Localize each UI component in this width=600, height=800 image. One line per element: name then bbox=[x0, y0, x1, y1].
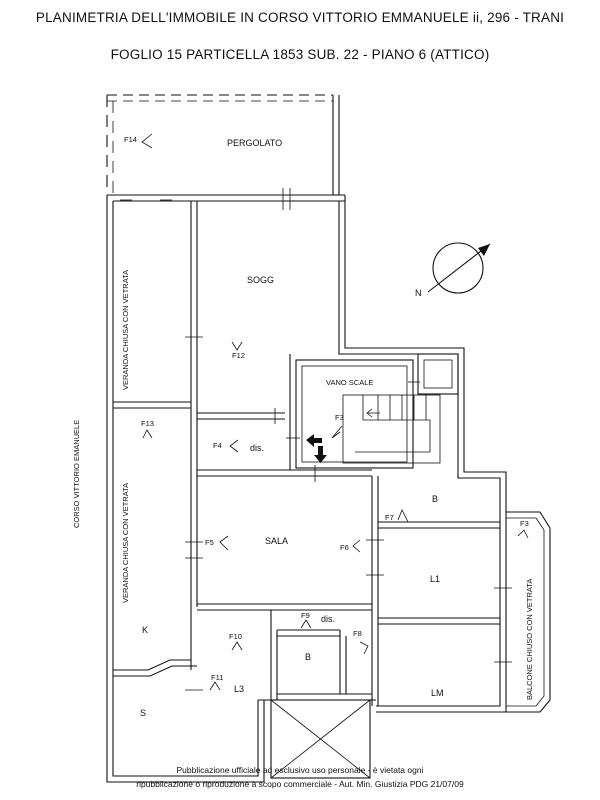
marker-f14: F14 bbox=[124, 135, 137, 144]
room-label-l3: L3 bbox=[234, 684, 244, 694]
pergolato-area bbox=[106, 94, 340, 195]
openings bbox=[120, 188, 512, 691]
street-label: CORSO VITTORIO EMANUELE bbox=[72, 420, 81, 528]
marker-f3-stair: F3 bbox=[335, 413, 344, 422]
room-label-b-2: B bbox=[305, 652, 311, 662]
room-label-dis-2: dis. bbox=[321, 614, 335, 624]
room-label-b-1: B bbox=[432, 494, 438, 504]
marker-f6: F6 bbox=[340, 543, 349, 552]
room-label-lm: LM bbox=[431, 688, 444, 698]
room-label-vano-scale: VANO SCALE bbox=[326, 378, 373, 387]
marker-f8: F8 bbox=[353, 629, 362, 638]
marker-f11: F11 bbox=[211, 673, 223, 682]
page-subtitle: FOGLIO 15 PARTICELLA 1853 SUB. 22 - PIAN… bbox=[110, 47, 490, 62]
room-label-veranda-top: VERANDA CHIUSA CON VETRATA bbox=[121, 270, 130, 390]
interior-walls bbox=[197, 412, 500, 706]
compass-north-label: N bbox=[415, 288, 422, 298]
marker-f7: F7 bbox=[385, 513, 394, 522]
marker-f5: F5 bbox=[205, 538, 214, 547]
marker-f4: F4 bbox=[213, 441, 222, 450]
footer-line-2: ripubblicazione o riproduzione a scopo c… bbox=[136, 779, 464, 789]
north-compass: N bbox=[415, 242, 491, 298]
marker-f9: F9 bbox=[301, 611, 310, 620]
room-label-l1: L1 bbox=[430, 574, 440, 584]
footer-line-1: Pubblicazione ufficiale ad esclusivo uso… bbox=[176, 765, 424, 775]
marker-f13: F13 bbox=[141, 419, 154, 428]
room-label-pergolato: PERGOLATO bbox=[227, 138, 282, 148]
room-label-k: K bbox=[142, 625, 148, 635]
elevator-box bbox=[270, 699, 371, 779]
marker-f10: F10 bbox=[229, 632, 242, 641]
room-label-sogg: SOGG bbox=[247, 275, 274, 285]
page-title: PLANIMETRIA DELL'IMMOBILE IN CORSO VITTO… bbox=[35, 10, 565, 25]
marker-f12: F12 bbox=[232, 351, 245, 360]
balcone-walls bbox=[506, 511, 551, 713]
stair-core bbox=[289, 353, 459, 470]
room-label-balcone: BALCONE CHIUSO CON VETRATA bbox=[525, 579, 534, 700]
marker-f3-balcone: F3 bbox=[520, 519, 529, 528]
veranda-walls bbox=[113, 201, 198, 677]
room-label-veranda-bottom: VERANDA CHIUSA CON VETRATA bbox=[121, 483, 130, 603]
photo-markers: F14 F12 F13 F4 F3 F7 F3 F5 F6 F9 F10 F8 … bbox=[124, 133, 529, 691]
room-label-sala: SALA bbox=[265, 536, 288, 546]
room-label-dis-1: dis. bbox=[250, 443, 264, 453]
room-label-s: S bbox=[140, 708, 146, 718]
